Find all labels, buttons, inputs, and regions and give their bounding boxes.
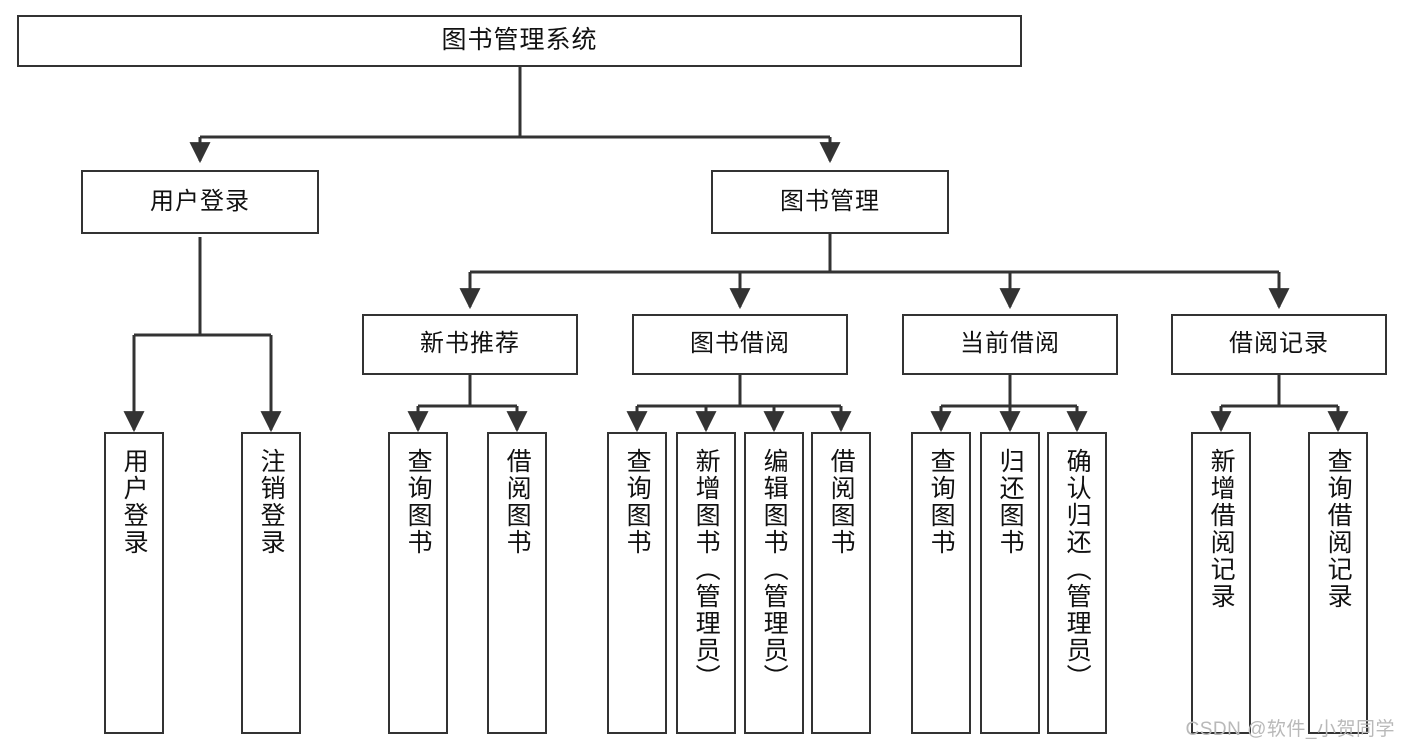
- node-root[interactable]: 图书管理系统: [17, 15, 1022, 67]
- node-book-borrow-label: 图书借阅: [690, 330, 790, 358]
- node-leaf-borrow-book-1[interactable]: 借阅图书: [487, 432, 547, 734]
- node-leaf-edit-book-label: 编辑图书（管理员）: [760, 448, 789, 691]
- node-leaf-query-book-1[interactable]: 查询图书: [388, 432, 448, 734]
- node-leaf-add-book-label: 新增图书（管理员）: [692, 448, 721, 691]
- node-book-borrow[interactable]: 图书借阅: [632, 314, 848, 375]
- node-leaf-query-record[interactable]: 查询借阅记录: [1308, 432, 1368, 734]
- node-leaf-add-record-label: 新增借阅记录: [1207, 448, 1236, 610]
- node-leaf-return-book-label: 归还图书: [996, 448, 1025, 556]
- node-book-manage-label: 图书管理: [780, 187, 880, 215]
- node-leaf-logout-login[interactable]: 注销登录: [241, 432, 301, 734]
- node-leaf-query-book-3[interactable]: 查询图书: [911, 432, 971, 734]
- node-new-book-recommend[interactable]: 新书推荐: [362, 314, 578, 375]
- node-leaf-add-record[interactable]: 新增借阅记录: [1191, 432, 1251, 734]
- node-leaf-user-login-label: 用户登录: [120, 448, 149, 556]
- node-borrow-record-label: 借阅记录: [1229, 330, 1329, 358]
- node-current-borrow-label: 当前借阅: [960, 330, 1060, 358]
- node-book-manage[interactable]: 图书管理: [711, 170, 949, 234]
- node-new-book-recommend-label: 新书推荐: [420, 330, 520, 358]
- node-leaf-query-book-3-label: 查询图书: [927, 448, 956, 556]
- node-leaf-add-book[interactable]: 新增图书（管理员）: [676, 432, 736, 734]
- node-leaf-edit-book[interactable]: 编辑图书（管理员）: [744, 432, 804, 734]
- node-root-label: 图书管理系统: [441, 26, 598, 55]
- node-user-login[interactable]: 用户登录: [81, 170, 319, 234]
- node-leaf-query-record-label: 查询借阅记录: [1324, 448, 1353, 610]
- node-leaf-user-login[interactable]: 用户登录: [104, 432, 164, 734]
- node-leaf-query-book-1-label: 查询图书: [404, 448, 433, 556]
- node-leaf-query-book-2[interactable]: 查询图书: [607, 432, 667, 734]
- node-leaf-borrow-book-2[interactable]: 借阅图书: [811, 432, 871, 734]
- node-borrow-record[interactable]: 借阅记录: [1171, 314, 1387, 375]
- node-leaf-borrow-book-2-label: 借阅图书: [827, 448, 856, 556]
- node-leaf-borrow-book-1-label: 借阅图书: [503, 448, 532, 556]
- node-current-borrow[interactable]: 当前借阅: [902, 314, 1118, 375]
- node-leaf-confirm-return-label: 确认归还（管理员）: [1063, 448, 1092, 691]
- node-leaf-query-book-2-label: 查询图书: [623, 448, 652, 556]
- node-leaf-logout-login-label: 注销登录: [257, 448, 286, 556]
- node-leaf-confirm-return[interactable]: 确认归还（管理员）: [1047, 432, 1107, 734]
- node-leaf-return-book[interactable]: 归还图书: [980, 432, 1040, 734]
- node-user-login-label: 用户登录: [150, 187, 250, 215]
